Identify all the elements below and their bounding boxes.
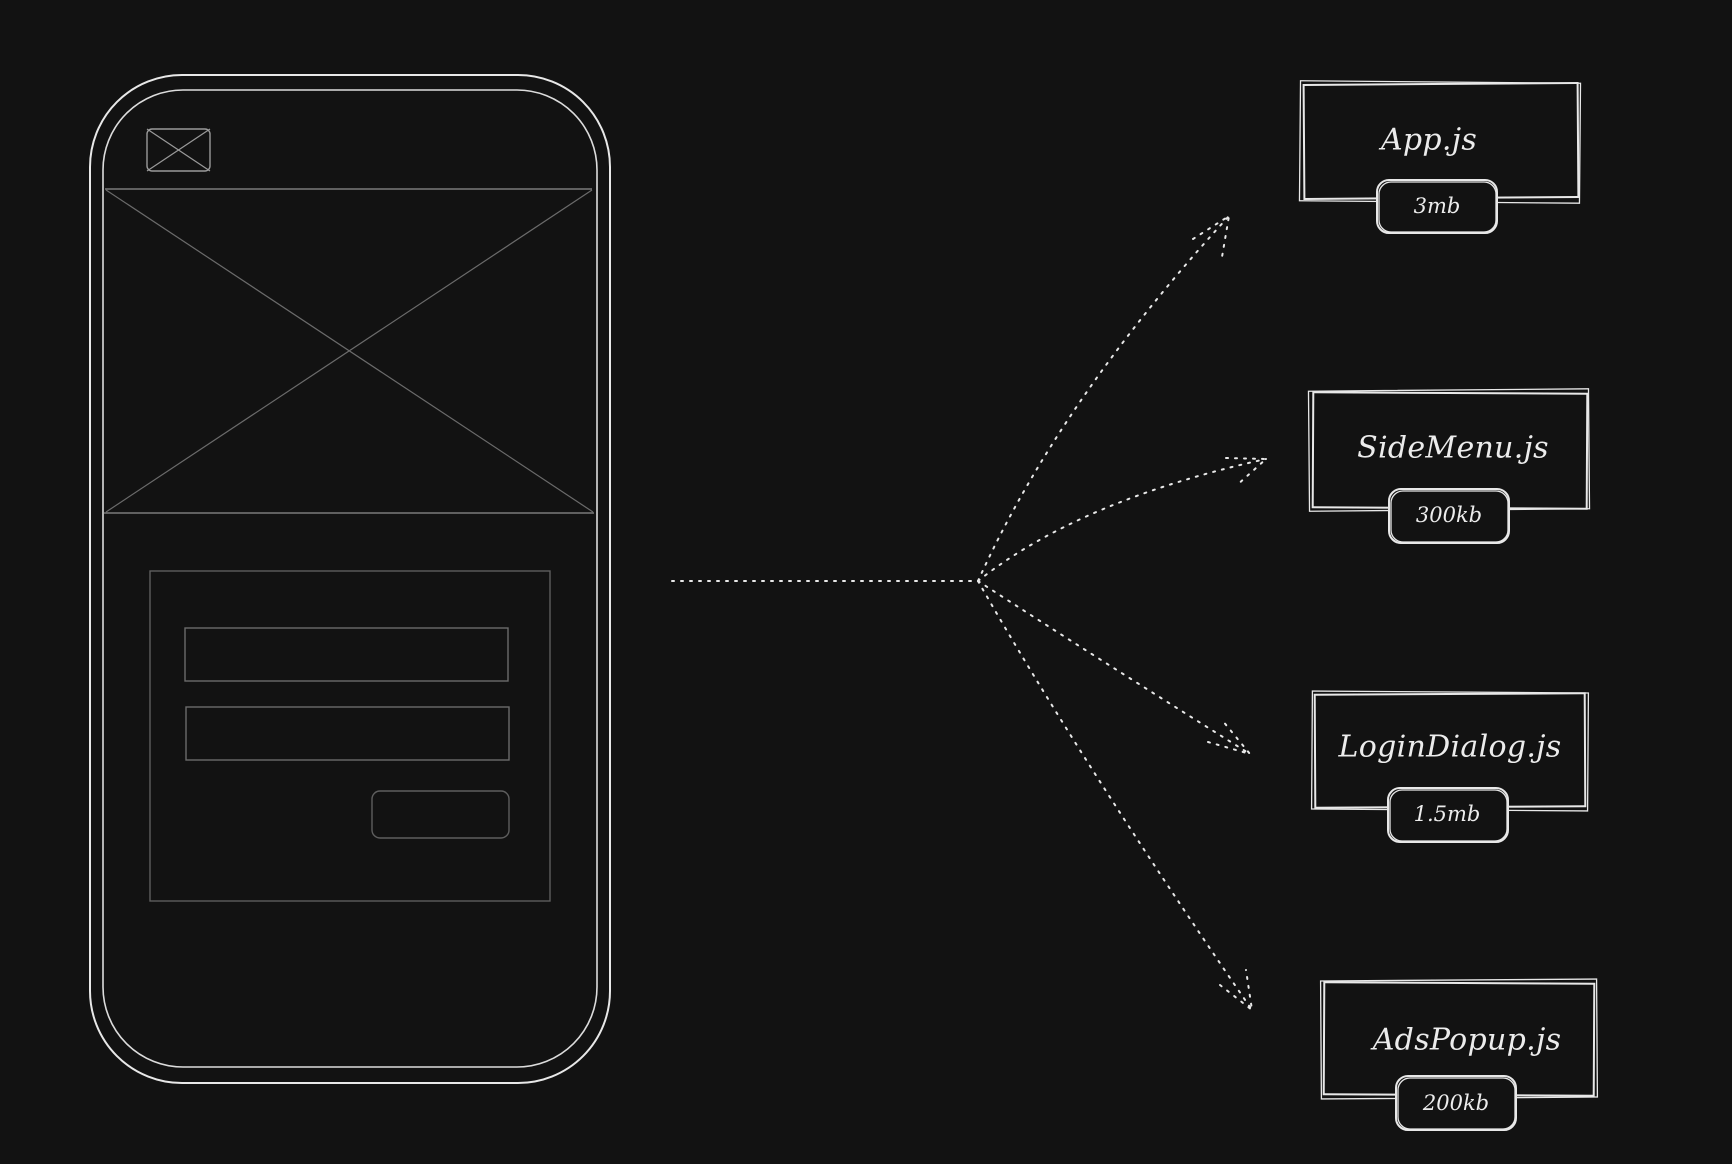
size-badge-sidemenu <box>1388 488 1510 544</box>
split-arrows <box>671 213 1269 1013</box>
arrow-to-logindialog <box>977 580 1251 755</box>
size-badge-logindialog <box>1387 787 1509 843</box>
arrow-to-adspopup <box>977 580 1253 1011</box>
arrow-to-app <box>977 215 1230 582</box>
chunk-size-adspopup: 200kb <box>1422 1091 1490 1115</box>
phone-inner-frame <box>102 89 598 1068</box>
phone-wireframe <box>89 74 611 1084</box>
size-badge-adspopup <box>1395 1075 1517 1131</box>
arrowhead-sidemenu <box>1225 457 1269 487</box>
chunk-file-name-sidemenu: SideMenu.js <box>1357 430 1549 466</box>
chunk-size-app: 3mb <box>1413 194 1461 218</box>
image-placeholder-icon <box>146 128 211 172</box>
size-badge-app <box>1376 179 1498 234</box>
chunk-box-adspopup <box>1319 978 1599 1131</box>
arrowhead-adspopup <box>1219 969 1254 1013</box>
chunk-box-app <box>1298 80 1582 234</box>
chunk-size-sidemenu: 300kb <box>1415 503 1483 527</box>
chunk-box-logindialog <box>1310 690 1590 843</box>
chunk-boxes <box>1298 80 1599 1131</box>
username-field-placeholder <box>184 627 509 682</box>
hero-image-placeholder <box>104 188 594 514</box>
chunk-file-name-logindialog: LoginDialog.js <box>1338 729 1562 765</box>
chunk-file-name-adspopup: AdsPopup.js <box>1372 1022 1562 1058</box>
login-form-placeholder <box>149 570 551 902</box>
chunk-box-sidemenu <box>1307 388 1591 544</box>
password-field-placeholder <box>185 706 510 761</box>
form-container <box>149 570 551 902</box>
arrow-to-sidemenu <box>977 458 1267 582</box>
arrowhead-logindialog <box>1207 719 1253 756</box>
chunk-file-name-app: App.js <box>1380 122 1478 158</box>
phone-outer-frame <box>89 74 611 1084</box>
submit-button-placeholder <box>371 790 510 839</box>
chunk-size-logindialog: 1.5mb <box>1413 802 1481 826</box>
